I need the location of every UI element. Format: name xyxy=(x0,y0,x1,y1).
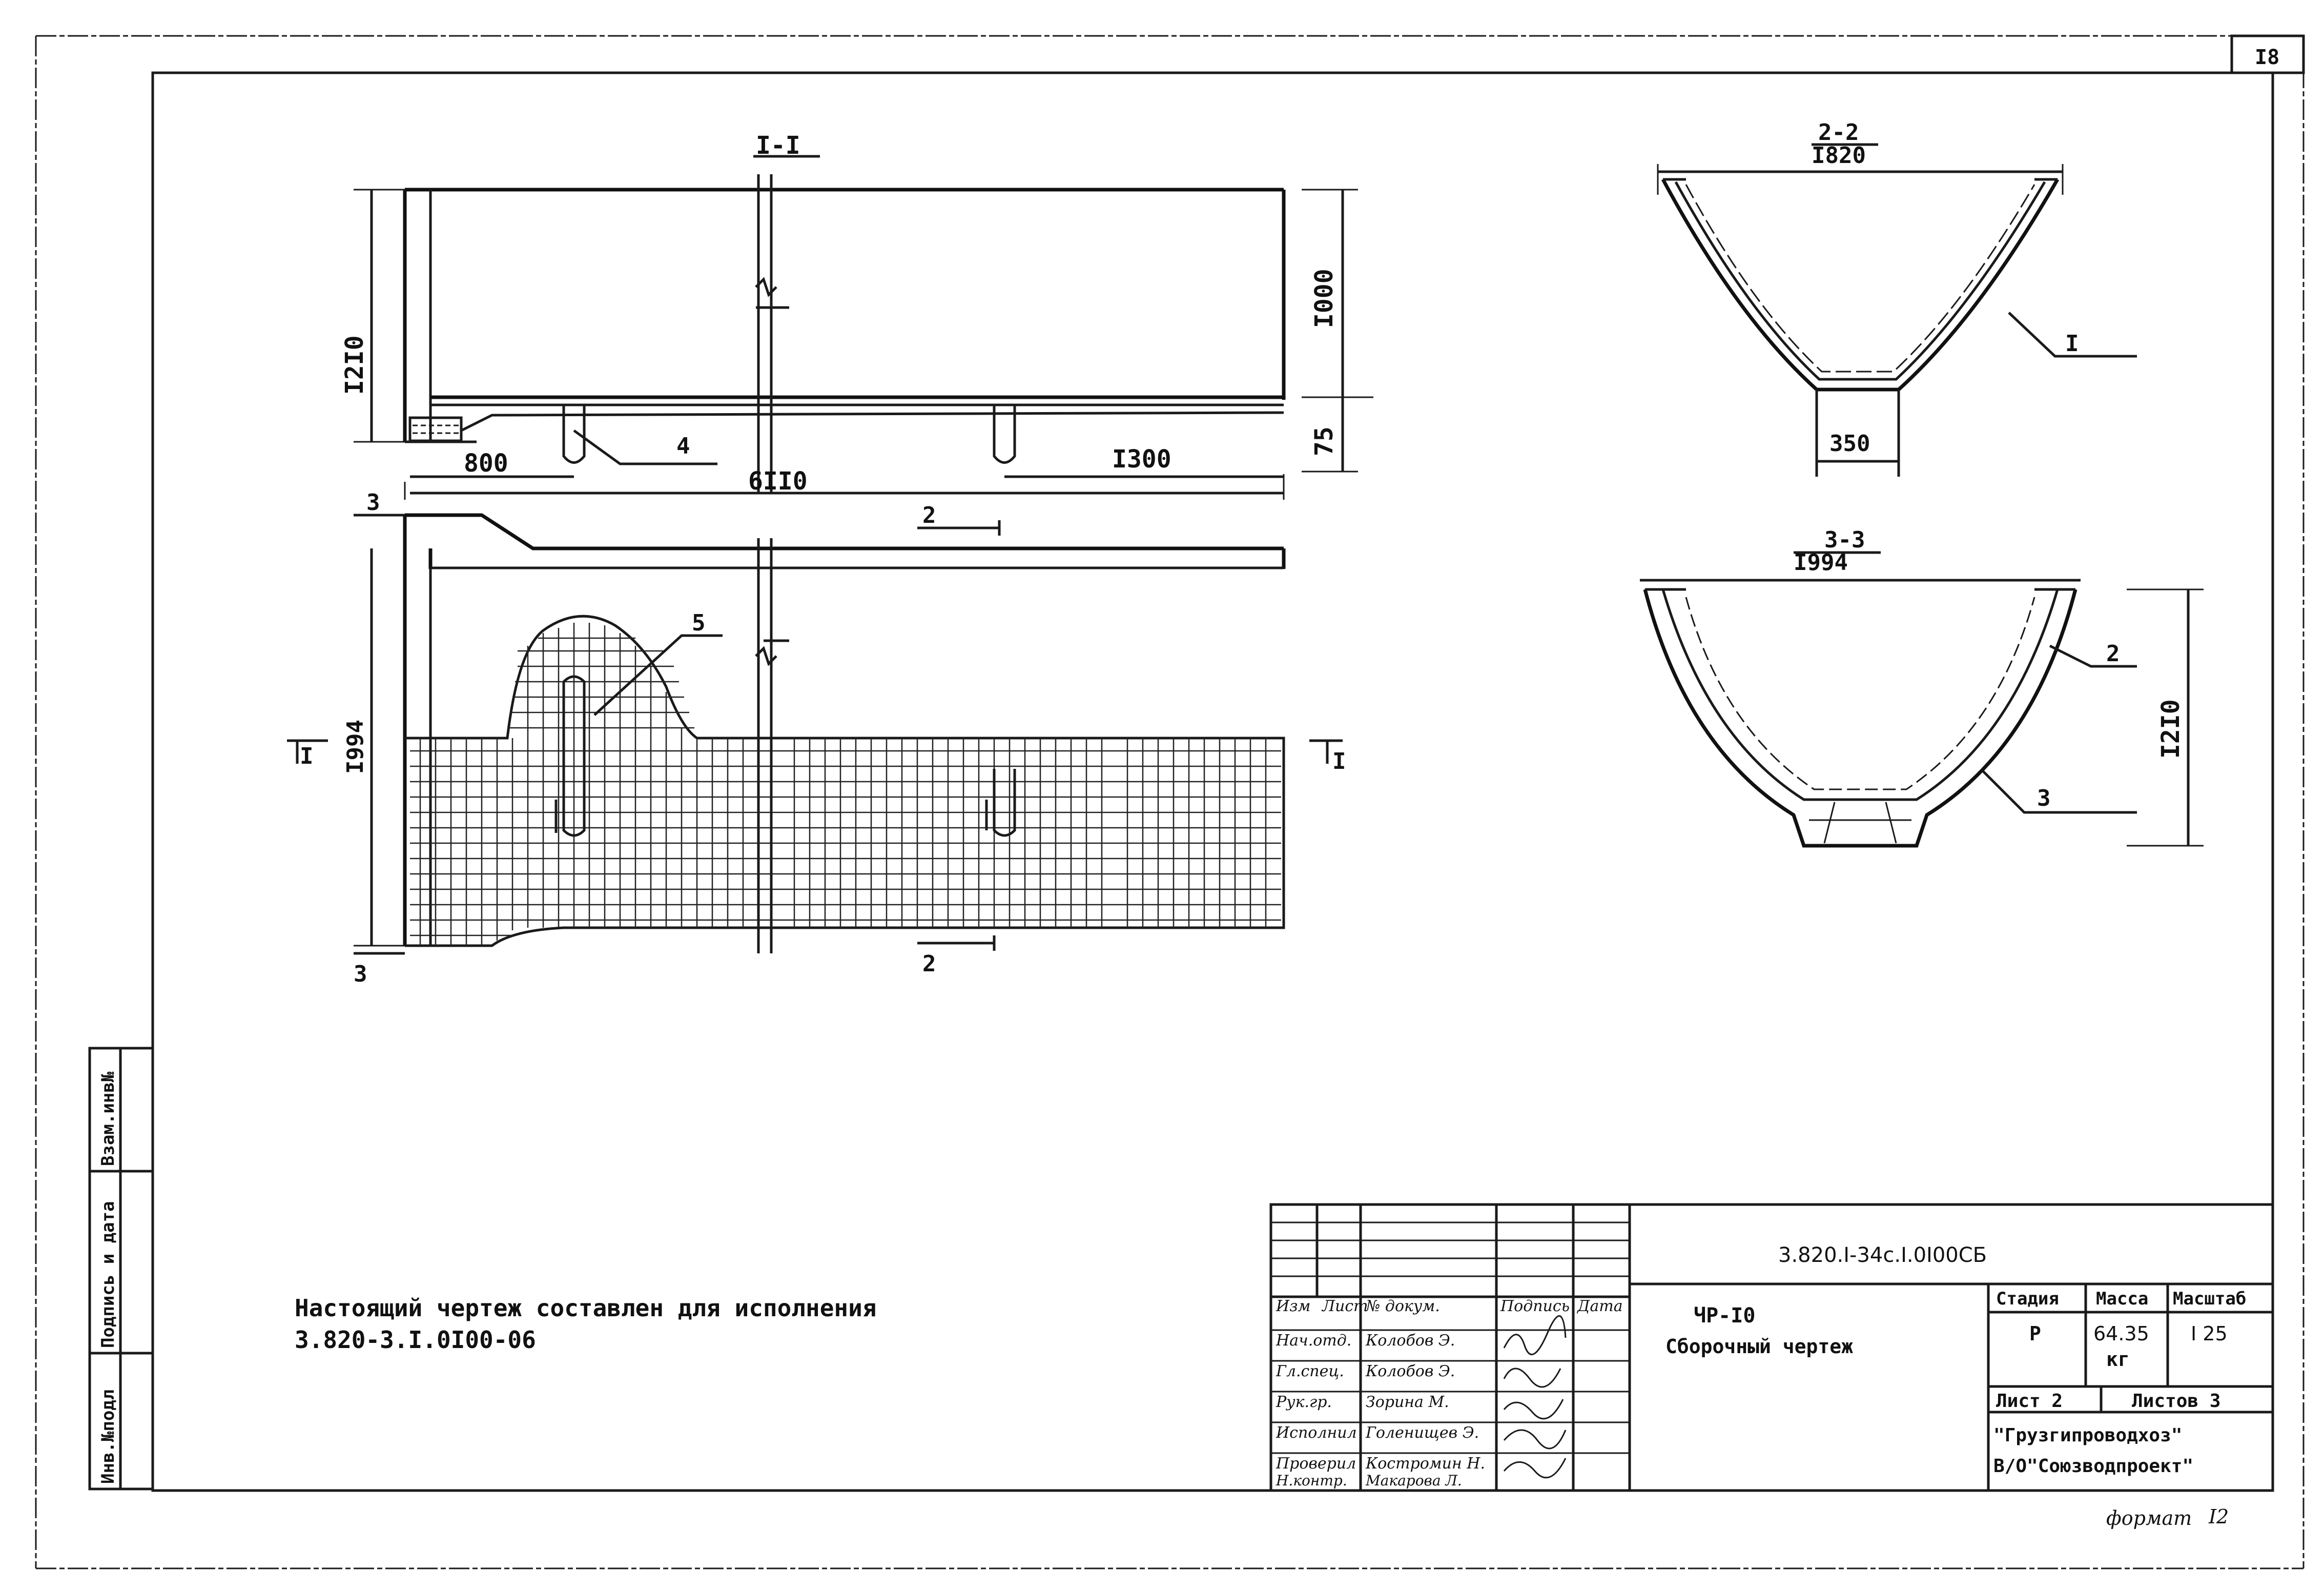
name-4: Костромин Н. xyxy=(1365,1455,1485,1473)
section-1-1: I-I 4 I2I0 I000 75 xyxy=(340,131,1373,500)
section-2-2-title: 2-2 xyxy=(1818,119,1859,146)
dim-height-lower: 75 xyxy=(1310,426,1339,456)
name-1: Колобов Э. xyxy=(1365,1362,1455,1380)
section-2-2-width-top: I820 xyxy=(1812,142,1866,169)
dim-length-total: 6II0 xyxy=(748,467,808,496)
header-list: Лист xyxy=(1321,1297,1368,1315)
cut-mark-2-top: 2 xyxy=(922,502,936,528)
side-stamp: Инв.№подл Подпись и дата Взам.инв№ xyxy=(88,1047,154,1491)
section-2-2-width-bottom: 350 xyxy=(1829,431,1870,457)
header-sign: Подпись xyxy=(1500,1297,1570,1315)
format-label: формат xyxy=(2106,1507,2192,1529)
dim-height-total: I2I0 xyxy=(340,335,369,395)
org-2: В/О"Союзводпроект" xyxy=(1993,1456,2193,1477)
cut-mark-3-bottom: 3 xyxy=(354,961,367,987)
dim-offset-left: 800 xyxy=(464,449,508,478)
callout-5: 5 xyxy=(692,610,706,636)
role-4: Проверил xyxy=(1276,1455,1356,1473)
section-2-2-callout: I xyxy=(2065,331,2079,357)
section-3-3-callout-2: 2 xyxy=(2106,641,2120,667)
doc-code: 3.820.I-34с.I.0I00СБ xyxy=(1778,1243,1987,1267)
dim-plan-height: I994 xyxy=(342,720,368,774)
format-value: I2 xyxy=(2208,1505,2229,1528)
stage-header: Стадия xyxy=(1996,1289,2059,1309)
section-3-3-height: I2I0 xyxy=(2156,699,2185,759)
role-5: Н.контр. xyxy=(1276,1472,1347,1489)
name-5: Макарова Л. xyxy=(1365,1472,1462,1489)
stage-value: Р xyxy=(2029,1322,2041,1345)
stamp-sign-date: Подпись и дата xyxy=(98,1201,118,1348)
sheet-number: Лист 2 xyxy=(1996,1391,2063,1412)
header-date: Дата xyxy=(1576,1297,1623,1315)
name-0: Колобов Э. xyxy=(1365,1332,1455,1350)
plan-view: 3 2 5 3 xyxy=(287,489,1346,987)
role-2: Рук.гр. xyxy=(1276,1393,1332,1411)
dim-height-upper: I000 xyxy=(1310,269,1339,328)
mass-value: 64.35 xyxy=(2093,1322,2149,1345)
name-3: Голенищев Э. xyxy=(1365,1424,1479,1442)
role-3: Исполнил xyxy=(1276,1424,1357,1442)
title-block: Изм Лист № докум. Подпись Дата Нач.отд. … xyxy=(1269,1203,2274,1492)
dim-offset-right: I300 xyxy=(1112,445,1171,474)
section-3-3-title: 3-3 xyxy=(1824,527,1865,553)
section-mark-I-right: I xyxy=(1332,748,1346,774)
sheet-frame: I8 xyxy=(35,34,2305,1569)
section-3-3: 3-3 I994 2 3 I2I0 xyxy=(1640,527,2204,848)
cut-mark-3-top: 3 xyxy=(366,489,380,516)
section-mark-I-left: I xyxy=(300,743,314,769)
stamp-inv-no: Инв.№подл xyxy=(98,1390,118,1484)
reinforcement-mesh xyxy=(410,623,1281,946)
drawing-type: Сборочный чертеж xyxy=(1665,1335,1853,1358)
sheet-corner-number: I8 xyxy=(2255,46,2279,69)
stamp-replace-inv: Взам.инв№ xyxy=(98,1071,118,1166)
section-2-2: 2-2 I820 350 I xyxy=(1657,119,2137,477)
section-3-3-width-top: I994 xyxy=(1794,549,1848,576)
role-1: Гл.спец. xyxy=(1276,1362,1344,1380)
cut-mark-2-bottom: 2 xyxy=(922,951,936,977)
item-name: ЧР-I0 xyxy=(1694,1304,1755,1328)
note-line-1: Настоящий чертеж составлен для исполнени… xyxy=(295,1294,876,1322)
sheets-total: Листов 3 xyxy=(2132,1391,2220,1412)
note: Настоящий чертеж составлен для исполнени… xyxy=(295,1294,876,1354)
org-1: "Грузгипроводхоз" xyxy=(1993,1425,2182,1446)
signatures xyxy=(1503,1315,1567,1479)
scale-value: I 25 xyxy=(2191,1322,2228,1345)
scale-header: Масштаб xyxy=(2173,1289,2246,1309)
callout-4: 4 xyxy=(676,433,690,459)
note-line-2: 3.820-3.I.0I00-06 xyxy=(295,1326,536,1354)
mass-header: Масса xyxy=(2096,1289,2148,1309)
name-2: Зорина М. xyxy=(1366,1393,1449,1411)
header-doc-no: № докум. xyxy=(1365,1297,1440,1315)
role-0: Нач.отд. xyxy=(1276,1332,1351,1350)
section-3-3-callout-3: 3 xyxy=(2037,785,2051,811)
mass-unit: кг xyxy=(2106,1348,2130,1371)
header-izm: Изм xyxy=(1276,1297,1310,1315)
